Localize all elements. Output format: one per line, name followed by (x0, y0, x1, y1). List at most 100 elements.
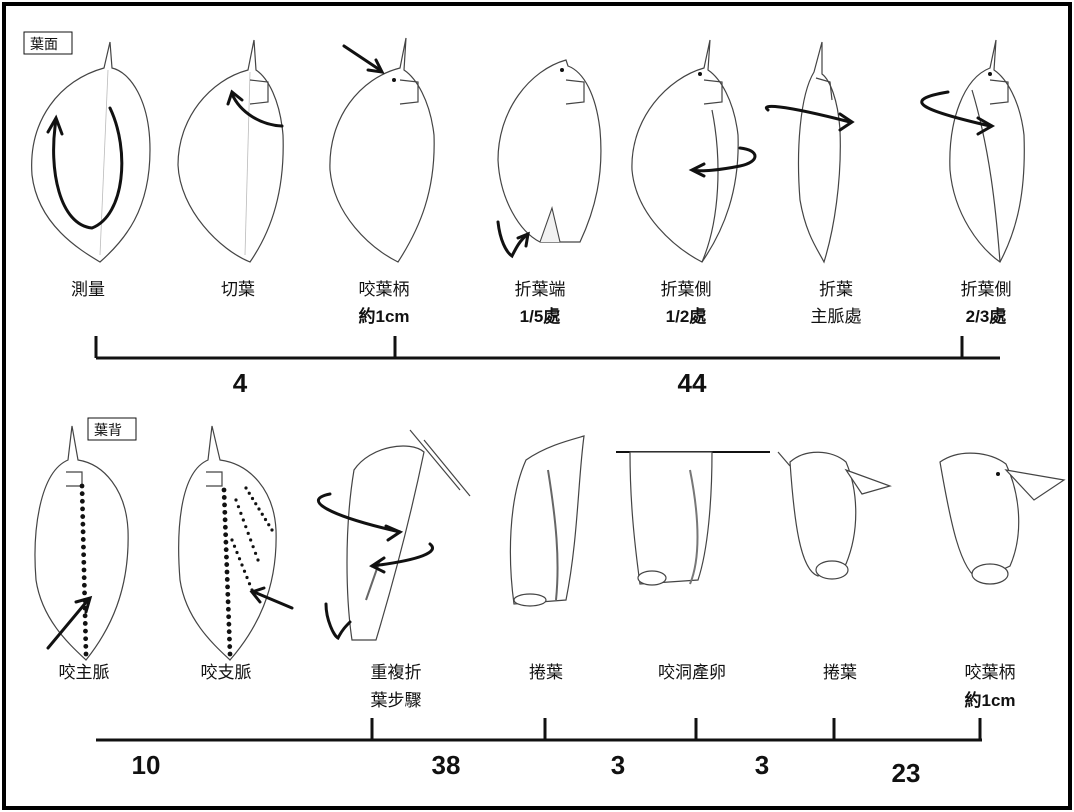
vein-dot (254, 552, 257, 555)
vein-dot (83, 636, 88, 641)
vein-dot (82, 568, 87, 573)
step-label-fold-half: 折葉側 (661, 280, 712, 300)
step-label-bite-petiole: 咬葉柄 (359, 280, 410, 300)
step-label-fold-two-thirds: 折葉側 (961, 280, 1012, 300)
step-label-roll-leaf-2: 捲葉 (823, 663, 857, 683)
step-label-bite-branch-veins: 咬支脈 (201, 663, 252, 683)
vein-dot (226, 614, 231, 619)
vein-dot (83, 613, 88, 618)
vein-dot (81, 552, 86, 557)
vein-dot (254, 502, 257, 505)
vein-dot (244, 525, 247, 528)
step-sublabel-fold-two-thirds: 2/3處 (966, 306, 1008, 326)
vein-dot (80, 484, 85, 489)
vein-dot (82, 583, 87, 588)
tag-leaf-front: 葉面 (24, 32, 72, 54)
step-label-bite-main-vein: 咬主脈 (59, 663, 110, 683)
step-label-bite-petiole-2: 咬葉柄 (965, 663, 1016, 683)
vein-dot (234, 498, 237, 501)
step-sublabel-bite-petiole: 約1cm (358, 306, 409, 326)
vein-dot (224, 547, 229, 552)
vein-dot (248, 582, 251, 585)
vein-dot (237, 505, 240, 508)
vein-dot (242, 518, 245, 521)
vein-dot (240, 563, 243, 566)
vein-dot (228, 652, 233, 657)
vein-dot (81, 545, 86, 550)
vein-dot (222, 510, 227, 515)
tag-leaf-front-text: 葉面 (30, 37, 58, 53)
vein-dot (82, 591, 87, 596)
vein-dot (83, 644, 88, 649)
vein-dot (249, 538, 252, 541)
duration-bottom-2: 38 (432, 750, 461, 780)
step-sublabel-fold-half: 1/2處 (666, 306, 708, 326)
vein-dot (225, 570, 230, 575)
vein-dot (244, 486, 247, 489)
step-label-fold-main-vein: 折葉 (819, 280, 853, 300)
step-sublabel-fold-main-vein: 主脈處 (811, 307, 862, 327)
vein-dot (225, 592, 230, 597)
vein-dot (227, 622, 232, 627)
vein-dot (224, 540, 229, 545)
vein-dot (223, 517, 228, 522)
duration-bottom-4: 3 (755, 750, 769, 780)
vein-dot (83, 621, 88, 626)
vein-dot (80, 507, 85, 512)
vein-dot (83, 629, 88, 634)
vein-dot (223, 525, 228, 530)
vein-dot (81, 522, 86, 527)
vein-dot (81, 529, 86, 534)
duration-top-1: 4 (233, 368, 248, 398)
tag-leaf-back-text: 葉背 (94, 423, 122, 439)
vein-dot (227, 629, 232, 634)
vein-dot (80, 491, 85, 496)
vein-dot (224, 562, 229, 567)
vein-dot (82, 575, 87, 580)
duration-bottom-5: 23 (892, 758, 921, 788)
step-label-repeat-folding: 重複折 (371, 663, 422, 683)
vein-dot (225, 577, 230, 582)
step-label-lay-egg: 咬洞產卵 (658, 663, 726, 683)
vein-dot (252, 545, 255, 548)
vein-dot (267, 523, 270, 526)
vein-dot (257, 507, 260, 510)
vein-dot (222, 503, 227, 508)
vein-dot (256, 558, 259, 561)
vein-dot (264, 518, 267, 521)
vein-dot (84, 652, 89, 657)
vein-dot (238, 557, 241, 560)
vein-dot (223, 532, 228, 537)
vein-dot (81, 537, 86, 542)
vein-dot (230, 538, 233, 541)
step-label-cut-leaf: 切葉 (221, 280, 255, 300)
vein-dot (80, 514, 85, 519)
vein-dot (227, 644, 232, 649)
vein-dot (226, 599, 231, 604)
vein-dot (81, 560, 86, 565)
step-label-roll-leaf-1: 捲葉 (529, 663, 563, 683)
vein-dot (235, 551, 238, 554)
vein-dot (226, 607, 231, 612)
vein-dot (261, 513, 264, 516)
step-label-fold-tip: 折葉端 (515, 280, 566, 300)
vein-dot (222, 495, 227, 500)
vein-dot (224, 555, 229, 560)
duration-bottom-3: 3 (611, 750, 625, 780)
vein-dot (245, 576, 248, 579)
vein-dot (233, 545, 236, 548)
vein-dot (270, 528, 273, 531)
vein-dot (251, 497, 254, 500)
tag-leaf-back: 葉背 (88, 418, 136, 440)
vein-dot (225, 585, 230, 590)
duration-top-2: 44 (678, 368, 707, 398)
step-sublabel-fold-tip: 1/5處 (520, 306, 562, 326)
vein-dot (80, 499, 85, 504)
vein-dot (227, 637, 232, 642)
vein-dot (248, 492, 251, 495)
step-label-measure: 測量 (71, 280, 105, 300)
vein-dot (243, 570, 246, 573)
vein-dot (247, 532, 250, 535)
step-sublabel-repeat-folding: 葉步驟 (371, 691, 422, 711)
